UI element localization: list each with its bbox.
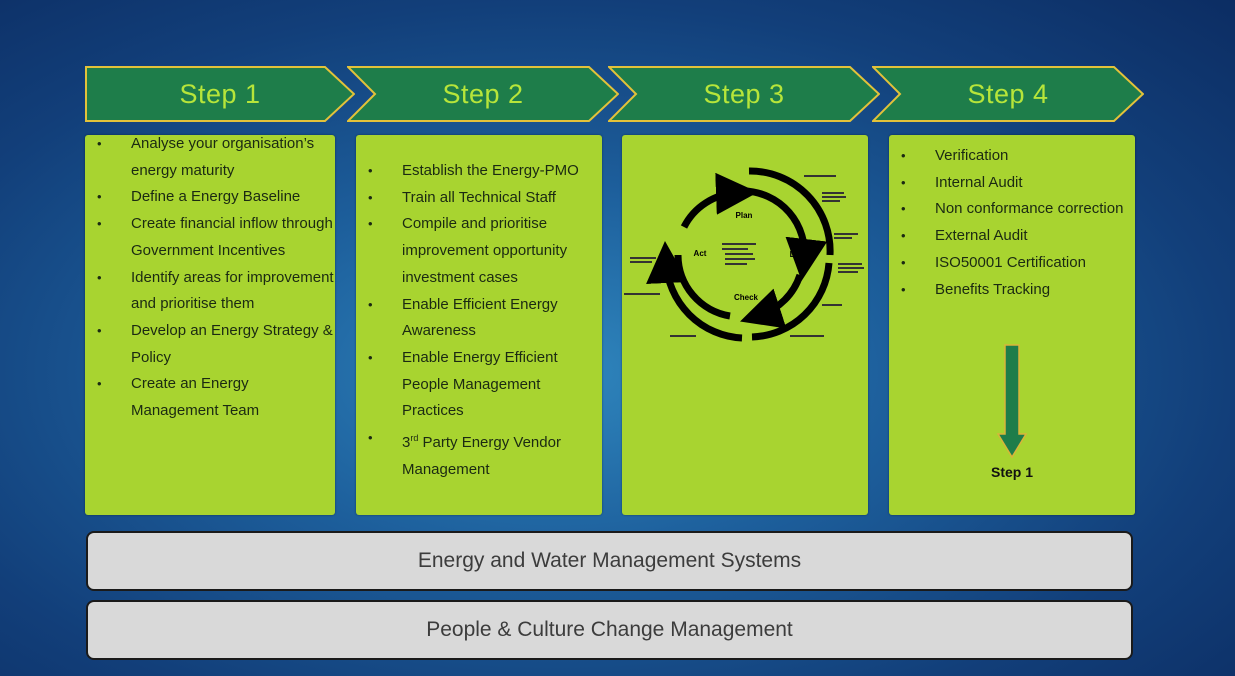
cycle-act-label: Act [694,249,707,258]
list-item: •Analyse your organisation’s energy matu… [97,135,315,179]
steps-header-row: Step 1 Step 2 Step 3 Step 4 [85,66,1145,122]
step-1-panel: •Analyse your organisation’s energy matu… [85,135,335,515]
list-item: •Identify areas for improvement and prio… [97,268,334,313]
list-item: •ISO50001 Certification [901,253,1086,271]
step-2-panel: •Establish the Energy-PMO •Train all Tec… [356,135,602,515]
cycle-outer-arc-bottom [646,241,743,342]
list-item: •Verification [901,147,1009,164]
cycle-inner-arc-left [674,254,731,320]
step-3-title: Step 3 [703,79,785,109]
cycle-inner-arc-bottom-right [740,273,804,329]
list-item: •Internal Audit [901,173,1023,191]
step-4-panel: •Verification •Internal Audit •Non confo… [889,135,1135,515]
cycle-inner-arc-top [680,172,758,229]
cycle-small-annotations [624,175,864,337]
list-item: •Create an Energy Management Team [97,375,260,420]
list-item: •Define a Energy Baseline [97,188,301,206]
step-3-chevron: Step 3 [608,66,880,122]
step-4-loop-label: Step 1 [990,464,1033,480]
step-1-title: Step 1 [179,79,261,109]
step-2-title: Step 2 [442,79,524,109]
cycle-outer-arc-top [748,167,834,256]
step-4-title: Step 4 [967,79,1049,109]
cycle-check-label: Check [734,293,759,302]
cycle-plan-label: Plan [736,211,753,220]
down-arrow-icon [997,344,1027,459]
step-2-list: •Establish the Energy-PMO •Train all Tec… [356,135,602,483]
step-1-list: •Analyse your organisation’s energy matu… [85,131,335,425]
list-item: •Create financial inflow through Governm… [97,215,333,259]
list-item: •Train all Technical Staff [368,188,556,206]
cycle-inner-arc-right [743,187,828,281]
list-item: •External Audit [901,227,1028,245]
step-4-chevron: Step 4 [872,66,1144,122]
cycle-do-label: Do [790,250,801,259]
list-item: •Benefits Tracking [901,280,1051,298]
list-item: •Enable Efficient Energy Awareness [368,295,558,340]
step-1-chevron: Step 1 [85,66,355,122]
list-item: •Develop an Energy Strategy & Policy [97,321,333,366]
cycle-outer-arc-right [751,262,833,341]
list-item: •Compile and prioritise improvement oppo… [368,215,568,286]
list-item: •Non conformance correction [901,200,1124,218]
energy-water-systems-bar: Energy and Water Management Systems [86,531,1133,591]
list-item: •Establish the Energy-PMO [368,162,579,179]
pdca-cycle-diagram: Plan Do Check Act [624,167,864,342]
step-4-list: •Verification •Internal Audit •Non confo… [889,135,1135,303]
list-item: •Enable Energy Efficient People Manageme… [368,348,558,420]
people-culture-bar: People & Culture Change Management [86,600,1133,660]
step-2-chevron: Step 2 [347,66,619,122]
step-3-panel: Plan Do Check Act [622,135,868,515]
